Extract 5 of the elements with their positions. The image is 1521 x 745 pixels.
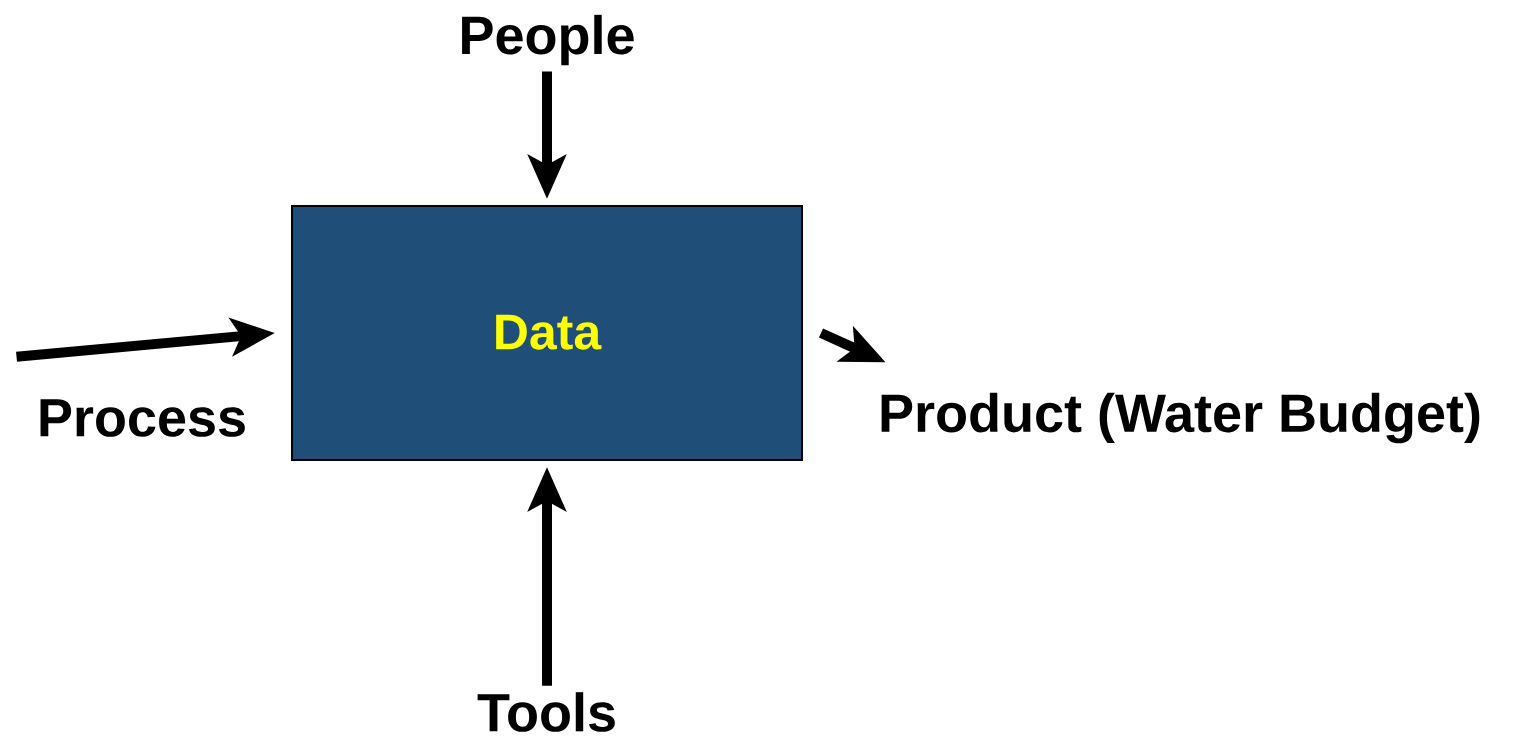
input-label: Process xyxy=(40,399,245,437)
input-label: People xyxy=(462,14,634,66)
input-label: Tools xyxy=(477,692,615,732)
process-box: Data xyxy=(291,205,803,461)
output-label: Product (Water Budget) xyxy=(881,392,1480,444)
